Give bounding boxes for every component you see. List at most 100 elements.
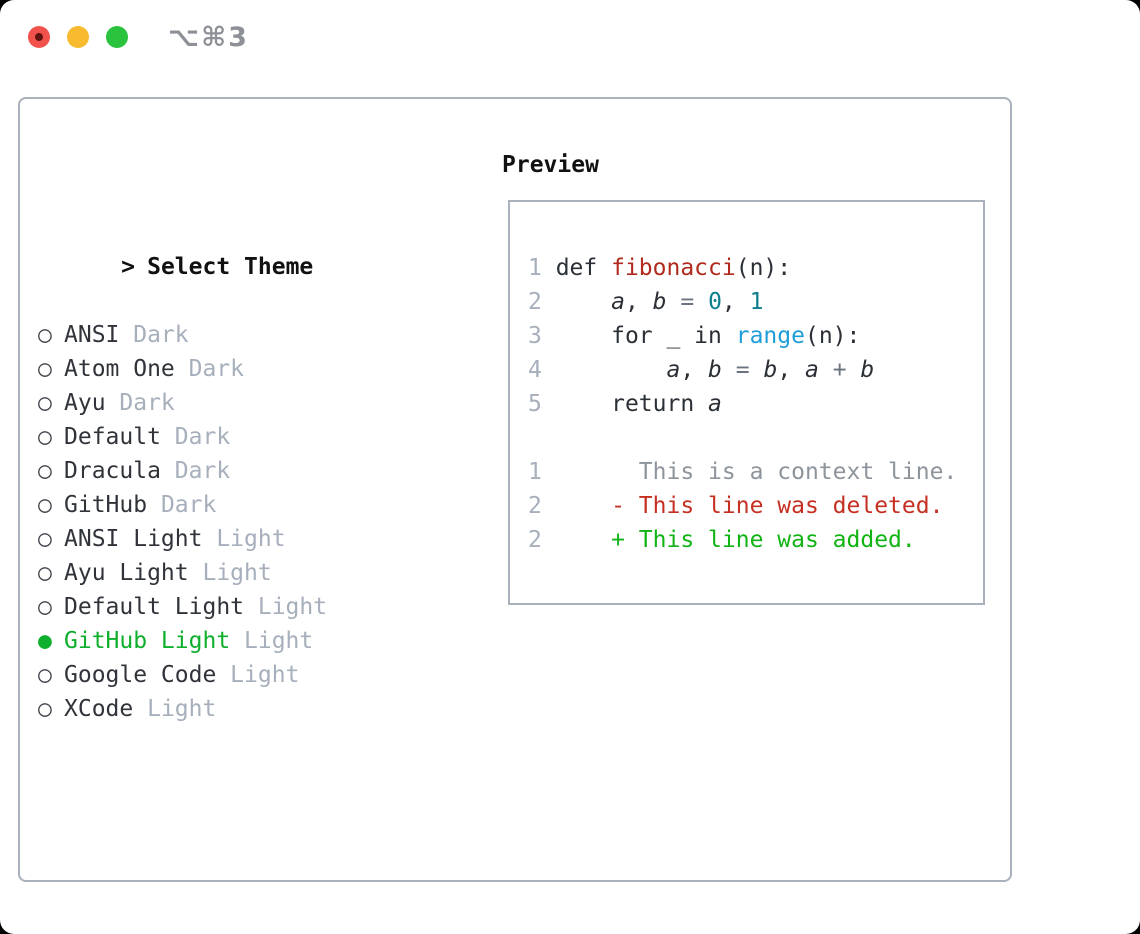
item-tag: Dark	[160, 424, 231, 450]
code-token-code: for _ in	[555, 323, 736, 349]
theme-item-ayu-light[interactable]: ○ Ayu Light Light	[38, 556, 426, 590]
line-number: 1	[528, 459, 556, 485]
theme-item-ansi-light[interactable]: ○ ANSI Light Light	[38, 522, 426, 556]
theme-item-dracula[interactable]: ○ Dracula Dark	[38, 454, 426, 488]
item-tag: Light	[244, 594, 328, 620]
item-label: ANSI	[64, 322, 120, 348]
item-label: Google Code	[64, 662, 217, 688]
code-token-var: b	[708, 357, 722, 383]
radio-icon: ○	[38, 696, 52, 722]
preview-code-line	[528, 421, 957, 455]
code-token-code: ,	[777, 357, 806, 383]
theme-item-google-code[interactable]: ○ Google Code Light	[38, 658, 426, 692]
item-tag: Light	[230, 628, 314, 654]
preview-code-line: 3 for _ in range(n):	[528, 319, 957, 353]
code-token-code: ,	[721, 289, 750, 315]
code-token-var: a	[611, 289, 625, 315]
code-token-code: ,	[680, 357, 709, 383]
code-token-code: (n):	[804, 323, 861, 349]
preview-code-line: 2 + This line was added.	[528, 523, 957, 557]
preview-code-line: 2 a, b = 0, 1	[528, 285, 957, 319]
close-button-icon[interactable]	[28, 26, 50, 48]
code-token-deleted: - This line was deleted.	[611, 493, 944, 519]
preview-code-line: 1 def fibonacci(n):	[528, 251, 957, 285]
theme-item-default-light[interactable]: ○ Default Light Light	[38, 590, 426, 624]
theme-item-ayu[interactable]: ○ Ayu Dark	[38, 386, 426, 420]
item-label: GitHub Light	[64, 628, 231, 654]
theme-list-column: > Select Theme ○ ANSI Dark ○ Atom One Dark ○ A…	[38, 148, 426, 934]
preview-code-line: 4 a, b = b, a + b	[528, 353, 957, 387]
select-theme-header-label: Select Theme	[147, 254, 314, 280]
radio-icon: ○	[38, 390, 52, 416]
line-number: 3	[528, 323, 556, 349]
code-token-code: return	[555, 391, 709, 417]
item-label: XCode	[64, 696, 134, 722]
line-number	[528, 425, 542, 451]
radio-icon: ○	[38, 526, 52, 552]
line-number: 2	[528, 493, 556, 519]
spacer	[38, 794, 426, 828]
code-token-op: =	[666, 289, 709, 315]
code-token-var: b	[860, 357, 875, 383]
header-indent	[121, 930, 147, 934]
radio-icon: ○	[38, 560, 52, 586]
item-label: Default Light	[64, 594, 245, 620]
item-tag: Light	[216, 662, 300, 688]
radio-icon: ○	[38, 492, 52, 518]
item-label: ANSI Light	[64, 526, 203, 552]
maximize-button-icon[interactable]	[106, 26, 128, 48]
code-token-code: ,	[624, 289, 653, 315]
code-token-added: + This line was added.	[611, 527, 916, 553]
code-token-var: b	[652, 289, 667, 315]
line-number: 4	[528, 357, 556, 383]
preview-code-line: 1 This is a context line.	[528, 455, 957, 489]
item-label: Dracula	[64, 458, 161, 484]
item-tag: Dark	[160, 458, 231, 484]
line-number: 5	[528, 391, 556, 417]
theme-item-github-light[interactable]: ● GitHub Light Light	[38, 624, 426, 658]
theme-item-ansi[interactable]: ○ANSI Dark	[38, 318, 426, 352]
apply-to-header: Apply To	[38, 896, 426, 930]
radio-icon: ○	[38, 356, 52, 382]
radio-icon: ○	[38, 424, 52, 450]
item-tag: Dark	[105, 390, 175, 416]
item-label: Ayu Light	[64, 560, 189, 586]
theme-item-atom-one[interactable]: ○Atom One Dark	[38, 352, 426, 386]
code-token-var: a	[666, 357, 681, 383]
line-number: 2	[528, 527, 556, 553]
code-token-func: fibonacci	[611, 255, 736, 281]
header-caret-icon: >	[121, 254, 135, 280]
theme-item-github[interactable]: ○GitHub Dark	[38, 488, 426, 522]
selected-radio-icon: ●	[38, 628, 52, 654]
code-token-code: def	[555, 255, 612, 281]
item-tag: Light	[188, 560, 272, 586]
item-label: Atom One	[64, 356, 175, 382]
code-token-var: b	[763, 357, 778, 383]
item-tag: Light	[202, 526, 286, 552]
theme-item-xcode[interactable]: ○XCode Light	[38, 692, 426, 726]
line-number: 1	[528, 255, 556, 281]
preview-code-line: 2 - This line was deleted.	[528, 489, 957, 523]
radio-icon: ○	[38, 322, 52, 348]
code-token-num: 0	[708, 289, 722, 315]
code-token-op: =	[721, 357, 764, 383]
titlebar: ⌥⌘3	[0, 0, 1140, 70]
code-token-code	[556, 357, 667, 383]
radio-icon: ○	[38, 458, 52, 484]
minimize-button-icon[interactable]	[67, 26, 89, 48]
code-token-var: a	[805, 357, 819, 383]
code-token-builtin: range	[735, 323, 805, 349]
radio-icon: ○	[38, 594, 52, 620]
item-tag: Dark	[147, 492, 217, 518]
item-label: Ayu	[64, 390, 106, 416]
code-token-code	[556, 289, 611, 315]
theme-item-default[interactable]: ○Default Dark	[38, 420, 426, 454]
radio-icon: ○	[38, 662, 52, 688]
preview-code-line: 5 return a	[528, 387, 957, 421]
code-token-code	[556, 527, 611, 553]
line-number: 2	[528, 289, 556, 315]
code-token-code	[556, 493, 611, 519]
